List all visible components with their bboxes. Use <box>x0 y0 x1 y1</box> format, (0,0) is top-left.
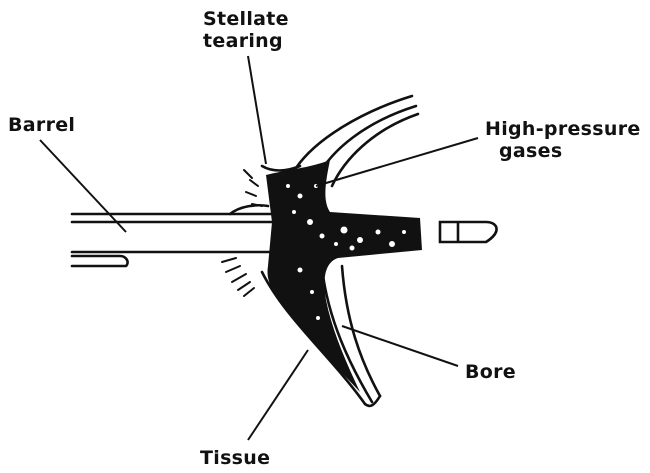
gun-barrel <box>72 205 272 266</box>
leader-stellate <box>248 56 266 164</box>
stellate-spray <box>222 170 262 296</box>
label-stellate-line2: tearing <box>203 30 289 52</box>
bullet <box>440 222 497 242</box>
label-high-pressure-gases: High-pressure gases <box>485 118 641 162</box>
label-tissue: Tissue <box>200 447 270 469</box>
skin-outer-line <box>296 96 412 168</box>
label-gas-line1: High-pressure <box>485 118 641 140</box>
label-stellate-tearing: Stellate tearing <box>203 8 289 52</box>
leader-bore <box>342 326 458 366</box>
leader-barrel <box>40 140 126 232</box>
label-gas-line2: gases <box>485 140 641 162</box>
leader-tissue <box>248 350 308 440</box>
label-stellate-line1: Stellate <box>203 8 289 30</box>
label-barrel: Barrel <box>8 114 75 136</box>
label-bore: Bore <box>465 361 516 383</box>
leader-gas <box>316 138 478 186</box>
